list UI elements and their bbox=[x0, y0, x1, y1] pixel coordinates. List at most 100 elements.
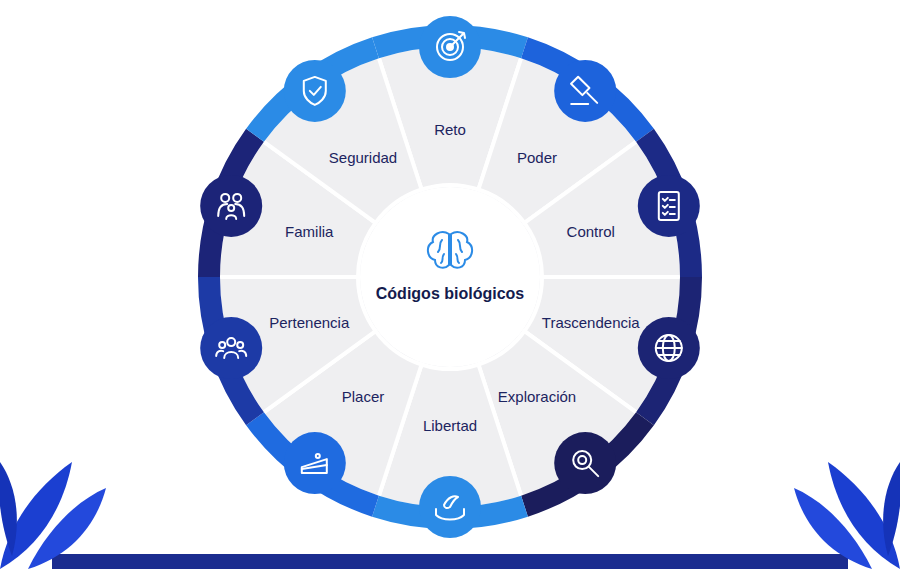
magnifier-icon bbox=[554, 432, 616, 494]
wheel-sector: Seguridad bbox=[195, 22, 705, 532]
ring-band bbox=[525, 48, 646, 136]
globe-icon bbox=[656, 341, 682, 355]
gavel-icon bbox=[554, 60, 616, 122]
target-icon bbox=[419, 16, 481, 78]
sector-shape bbox=[195, 22, 705, 532]
family-icon bbox=[221, 194, 229, 202]
leaf-decoration bbox=[794, 488, 872, 569]
wheel-sector: Familia bbox=[195, 22, 705, 532]
brain-icon bbox=[428, 232, 472, 268]
target-icon bbox=[450, 32, 465, 47]
target-icon bbox=[442, 39, 458, 55]
shield-icon bbox=[310, 87, 321, 95]
node-label: Seguridad bbox=[329, 149, 397, 166]
node-label: Placer bbox=[342, 388, 385, 405]
shield-icon bbox=[304, 77, 326, 105]
brain-icon bbox=[451, 232, 472, 268]
node-label: Libertad bbox=[423, 417, 477, 434]
bottom-bar bbox=[52, 554, 848, 569]
brain-icon bbox=[438, 240, 462, 263]
ring-band bbox=[376, 36, 525, 48]
magnifier-icon bbox=[589, 467, 598, 476]
wheel-sector: Reto bbox=[195, 22, 705, 532]
leaf-decoration bbox=[794, 462, 900, 569]
sector-shape bbox=[195, 22, 705, 532]
sector-shape bbox=[524, 141, 682, 277]
wheel-sector: Exploración bbox=[195, 22, 705, 532]
sector-shape bbox=[478, 331, 637, 498]
ring-band bbox=[209, 135, 255, 277]
globe-icon bbox=[663, 335, 675, 361]
dove-hands-icon bbox=[444, 496, 458, 508]
leaf-decoration bbox=[828, 462, 900, 569]
ring-band bbox=[209, 36, 691, 518]
magnifier-icon bbox=[573, 451, 591, 469]
center-circle: Códigos biológicos bbox=[360, 187, 540, 367]
group-icon bbox=[216, 351, 246, 358]
sector-shape bbox=[478, 56, 637, 223]
leaf-decoration bbox=[28, 488, 106, 569]
group-icon bbox=[219, 342, 225, 348]
sector-shape bbox=[195, 22, 705, 532]
sector-shape bbox=[195, 22, 705, 532]
ring-band bbox=[645, 135, 691, 277]
globe-icon bbox=[656, 335, 682, 361]
checklist-icon bbox=[638, 175, 700, 237]
globe-icon bbox=[638, 317, 700, 379]
sector-shape bbox=[378, 45, 521, 190]
target-icon bbox=[419, 16, 481, 78]
group-icon bbox=[200, 317, 262, 379]
node-label: Reto bbox=[434, 121, 466, 138]
group-icon bbox=[237, 342, 243, 348]
leaf-decoration bbox=[883, 462, 900, 556]
sector-shape bbox=[378, 364, 521, 509]
sector-shape bbox=[195, 22, 705, 532]
ring-band bbox=[209, 277, 255, 419]
ring-band bbox=[376, 506, 525, 518]
cake-icon bbox=[302, 465, 327, 469]
cake-icon bbox=[284, 432, 346, 494]
target-icon bbox=[437, 34, 463, 60]
ring-band bbox=[645, 277, 691, 419]
target-icon bbox=[447, 44, 453, 50]
dove-hands-icon bbox=[436, 509, 464, 520]
leaf-decoration bbox=[0, 462, 17, 556]
checklist-icon bbox=[638, 175, 700, 237]
node-label: Poder bbox=[517, 149, 557, 166]
family-icon bbox=[228, 205, 234, 211]
node-label: Pertenencia bbox=[269, 314, 349, 331]
magnifier-icon bbox=[554, 432, 616, 494]
sector-shape bbox=[195, 22, 705, 532]
gavel-icon bbox=[571, 93, 597, 104]
node-label: Códigos biológicos bbox=[376, 285, 524, 303]
ring-band bbox=[255, 48, 376, 136]
shield-icon bbox=[284, 60, 346, 122]
sector-shape bbox=[195, 22, 705, 532]
family-icon bbox=[233, 194, 241, 202]
leaf-decoration bbox=[0, 462, 106, 569]
node-label: Control bbox=[567, 223, 615, 240]
sector-shape bbox=[262, 56, 421, 223]
sector-shape bbox=[195, 22, 705, 532]
group-icon bbox=[227, 338, 235, 346]
node-label: Familia bbox=[285, 223, 333, 240]
cake-icon bbox=[316, 454, 320, 458]
wheel-sector: Control bbox=[195, 22, 705, 532]
wheel-ring bbox=[200, 16, 700, 538]
leaf-decoration bbox=[0, 462, 72, 569]
wheel-sector: Trascendencia bbox=[195, 22, 705, 532]
family-icon bbox=[218, 204, 244, 219]
family-icon bbox=[200, 175, 262, 237]
wheel-sector: Placer bbox=[195, 22, 705, 532]
gavel-icon bbox=[554, 60, 616, 122]
node-label: Exploración bbox=[498, 388, 576, 405]
wheel-sector: Poder bbox=[195, 22, 705, 532]
dove-hands-icon bbox=[419, 476, 481, 538]
checklist-icon bbox=[663, 198, 675, 215]
ring-band bbox=[255, 419, 376, 507]
group-icon bbox=[200, 317, 262, 379]
sector-shape bbox=[262, 331, 421, 498]
checklist-icon bbox=[659, 192, 679, 220]
wheel-sector: Pertenencia bbox=[195, 22, 705, 532]
